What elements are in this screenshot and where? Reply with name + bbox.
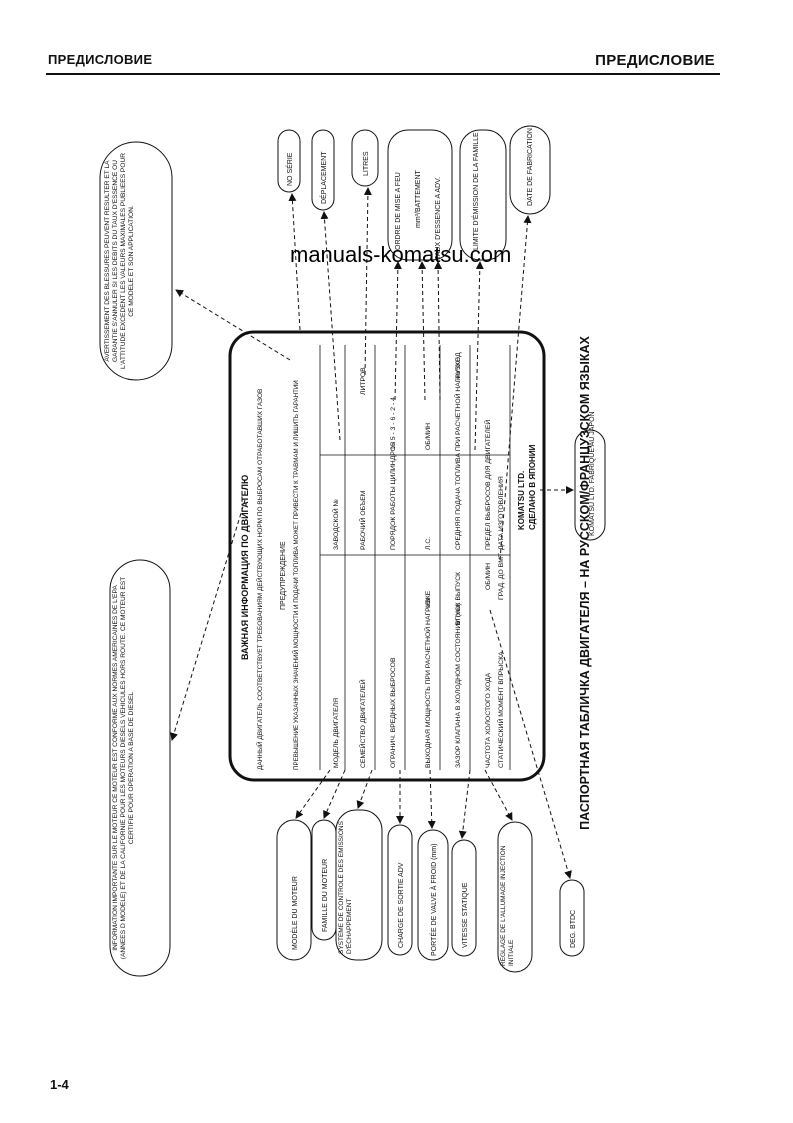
callout-deplacement: DÉPLACEMENT	[319, 151, 328, 204]
callout-limite: LIMITE D'ÉMISSION DE LA FAMILLE	[471, 132, 480, 250]
plate-row-unit: ЛИТРОВ	[360, 367, 367, 395]
callout-litres: LITRES	[363, 151, 370, 176]
plate-row-unit: ВПУСК ВЫПУСК	[455, 572, 462, 625]
leader-arrows	[170, 187, 574, 879]
warn-box-text: AVERTISSEMENT DES BLESSURES PEUVENT RESU…	[104, 153, 135, 369]
plate-row-label: ЧАСТОТА ХОЛОСТОГО ХОДА	[485, 672, 492, 768]
header-rule	[46, 73, 720, 75]
header-left-title: ПРЕДИСЛОВИЕ	[48, 52, 153, 67]
callout-deg: DEG. BTDC	[570, 910, 577, 948]
callout-systeme: SYSTÈME DE CONTRÔLE DES ÉMISSIONS D'ÉCHA…	[338, 821, 353, 954]
fabrique-pill	[574, 429, 606, 541]
info-box-text: INFORMATION IMPORTANTE SUR LE MOTEUR CE …	[112, 576, 135, 960]
header-right-title: ПРЕДИСЛОВИЕ	[595, 52, 715, 69]
plate-row-unit: ГРАД. ДО ВМТ	[498, 553, 505, 600]
plate-row-label: МОДЕЛЬ ДВИГАТЕЛЯ	[333, 698, 340, 768]
callout-portee: PORTÉE DE VALVE À FROID (mm)	[429, 844, 438, 956]
callout-famille: FAMILLE DU MOTEUR	[322, 859, 329, 932]
plate-intro: ДАННЫЙ ДВИГАТЕЛЬ СООТВЕТСТВУЕТ ТРЕБОВАНИ…	[255, 389, 264, 770]
callout-fabrique: KOMATSU LTD. FABRIQUÉ AU JAPON	[587, 411, 596, 536]
top-callouts: NO SÉRIE DÉPLACEMENT LITRES ORDRE DE MIS…	[277, 125, 551, 261]
plate-row-unit: ОБ/МИН	[425, 423, 432, 450]
plate-row-label: ДАТА ИЗГОТОВЛЕНИЯ	[498, 476, 505, 550]
plate-warning-title: ПРЕДУПРЕЖДЕНИЕ	[280, 541, 287, 610]
callout-ordre: ORDRE DE MISE A FEU	[395, 172, 402, 250]
plate-row-label: ВЫХОДНАЯ МОЩНОСТЬ ПРИ РАСЧЕТНОЙ НАГРУЗКЕ	[423, 590, 432, 768]
watermark: manuals-komatsu.com	[290, 242, 512, 267]
callout-reglage: RÉGLAGE DE L'ALLUMAGE INJECTION INITIALE	[500, 845, 515, 966]
plate-row-unit: 1 - 5 - 3 - 6 - 2 - 4	[390, 397, 397, 450]
plate-row-label: РАБОЧИЙ ОБЪЕМ	[358, 490, 367, 550]
plate-row-label: СТАТИЧЕСКИЙ МОМЕНТ ВПРЫСКА	[496, 651, 505, 768]
plate-row-label: ЗАВОДСКОЙ №	[331, 499, 340, 550]
bottom-callouts: MODÈLE DU MOTEUR FAMILLE DU MOTEUR SYSTÈ…	[276, 809, 585, 973]
plate-title: ВАЖНАЯ ИНФОРМАЦИЯ ПО ДВИГАТЕЛЮ	[240, 475, 250, 660]
warn-box-border	[99, 141, 173, 381]
callout-modele: MODÈLE DU MOTEUR	[290, 876, 299, 950]
figure-caption: ПАСПОРТНАЯ ТАБЛИЧКА ДВИГАТЕЛЯ – НА РУССК…	[578, 336, 592, 830]
plate-maker-sub: СДЕЛАНО В ЯПОНИИ	[528, 444, 537, 530]
plate-row-unit: ОБ/МИН	[485, 563, 492, 590]
plate-rows: МОДЕЛЬ ДВИГАТЕЛЯ ЗАВОДСКОЙ № СЕМЕЙСТВО Д…	[331, 352, 505, 768]
plate-row-unit: Л.С.	[425, 537, 432, 550]
plate-warning: ПРЕВЫШЕНИЕ УКАЗАННЫХ ЗНАЧЕНИЙ МОЩНОСТИ И…	[292, 380, 300, 770]
plate-row-label: ЗАЗОР КЛАПАНА В ХОЛОДНОМ СОСТОЯНИИ (мм)	[455, 603, 462, 768]
page-number: 1-4	[50, 1077, 69, 1092]
callout-taux: TAUX D'ESSENCE A ADV.	[435, 177, 442, 260]
plate-row-label: ОГРАНИЧ. ВРЕДНЫХ ВЫБРОСОВ	[390, 657, 397, 768]
plate-row-label: ПОРЯДОК РАБОТЫ ЦИЛИНДРОВ	[390, 441, 397, 550]
plate-maker: KOMATSU LTD.	[517, 471, 526, 530]
callout-charge: CHARGE DE SORTIE ADV	[398, 862, 405, 948]
plate-row-unit: кВт	[425, 598, 432, 608]
info-box-border	[109, 559, 171, 977]
callout-vitesse: VITESSE STATIQUE	[462, 882, 469, 948]
callout-mm3: mm³/BATTEMENT	[415, 169, 422, 228]
plate-row-unit: мм³/ХОД	[455, 352, 462, 380]
callout-no-serie: NO SÉRIE	[285, 152, 294, 186]
callout-date: DATE DE FABRICATION	[527, 128, 534, 206]
plate-row-label: ПРЕДЕЛ ВЫБРОСОВ ДЛЯ ДВИГАТЕЛЕЙ	[483, 420, 492, 550]
plate-row-label: СРЕДНЯЯ ПОДАЧА ТОПЛИВА ПРИ РАСЧЕТНОЙ НАГ…	[453, 357, 462, 550]
plate-grid	[319, 345, 511, 770]
plate-row-label: СЕМЕЙСТВО ДВИГАТЕЛЕЙ	[358, 679, 367, 768]
engine-plate-border	[228, 330, 546, 782]
